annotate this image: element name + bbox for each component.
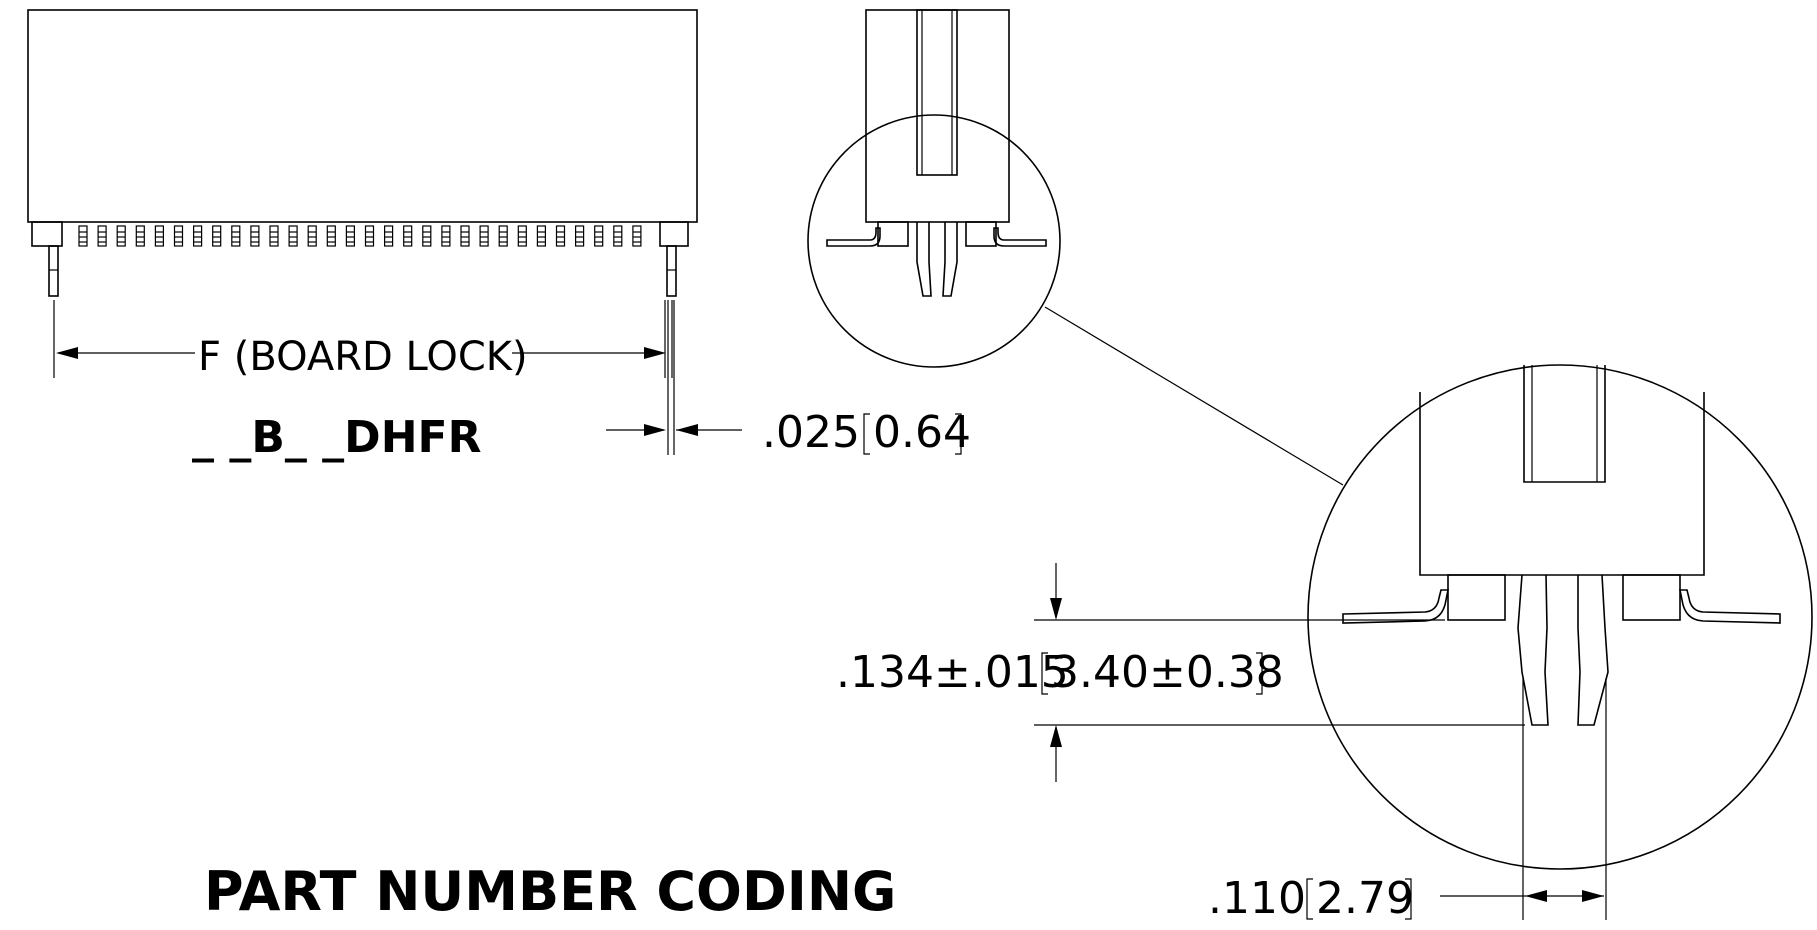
contact-pin — [269, 225, 279, 247]
right-end-tab — [659, 221, 689, 247]
contact-pin — [632, 225, 642, 247]
detail-view: .134±.015 3.40±0.38 .110 2.79 — [836, 364, 1813, 924]
right-board-lock-peg — [666, 245, 677, 297]
contact-pin — [479, 225, 489, 247]
contact-pin — [116, 225, 126, 247]
detail-leader — [1044, 306, 1344, 486]
contact-pin — [517, 225, 527, 247]
contact-pin — [403, 225, 413, 247]
left-board-lock-peg — [48, 245, 59, 297]
contact-pin — [154, 225, 164, 247]
contact-pin — [498, 225, 508, 247]
contact-row — [78, 225, 642, 247]
detail-circle-small — [807, 114, 1061, 368]
part-number-coding-heading: PART NUMBER CODING — [204, 860, 896, 923]
side-body — [865, 9, 1010, 223]
width-dim-label: .110 — [1208, 873, 1306, 924]
connector-body — [27, 9, 698, 223]
left-end-tab — [31, 221, 63, 247]
contact-pin — [555, 225, 566, 247]
contact-pin — [536, 225, 547, 247]
height-dim-metric: 3.40±0.38 — [1051, 647, 1284, 698]
front-view: F (BOARD LOCK) .025 0.64 _ _B_ _DHFR — [27, 9, 971, 463]
contact-pin — [326, 225, 336, 247]
detail-body — [1419, 392, 1705, 576]
contact-pin — [441, 225, 451, 247]
width-dim-metric: 2.79 — [1316, 873, 1414, 924]
contact-pin — [193, 225, 203, 247]
offset-dim-label: .025 — [762, 407, 860, 458]
contact-pin — [212, 225, 222, 247]
part-code: _ _B_ _DHFR — [192, 412, 481, 463]
board-lock-dim-label: F (BOARD LOCK) — [198, 334, 528, 380]
contact-pin — [135, 225, 145, 247]
contact-pin — [97, 225, 107, 247]
contact-pin — [288, 225, 298, 247]
contact-pin — [345, 225, 355, 247]
contact-pin — [613, 225, 623, 247]
detail-slot — [1523, 365, 1606, 483]
offset-dim-metric: 0.64 — [873, 407, 971, 458]
contact-pin — [250, 225, 260, 247]
height-dim-label: .134±.015 — [836, 647, 1069, 698]
contact-pin — [78, 225, 88, 247]
detail-circle-large — [1307, 364, 1813, 870]
side-view — [807, 9, 1061, 368]
contact-pin — [422, 225, 432, 247]
contact-pin — [231, 225, 241, 247]
contact-pin — [173, 225, 184, 247]
contact-pin — [460, 225, 470, 247]
contact-pin — [594, 225, 604, 247]
contact-pin — [364, 225, 375, 247]
contact-pin — [384, 225, 394, 247]
contact-pin — [574, 225, 585, 247]
contact-pin — [307, 225, 317, 247]
side-slot — [916, 9, 958, 176]
